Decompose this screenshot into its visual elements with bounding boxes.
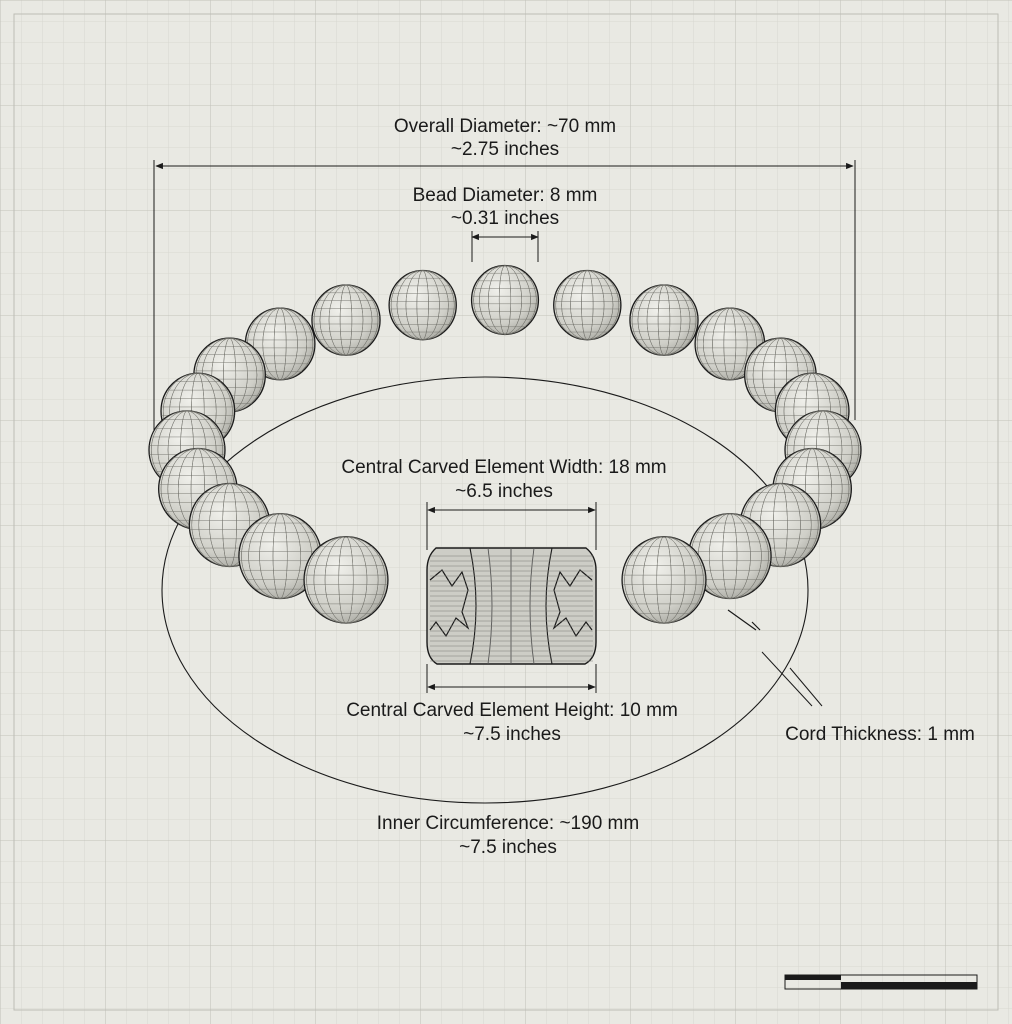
cord-thickness-leader [761, 651, 813, 707]
bead [553, 269, 622, 341]
bead [621, 536, 707, 624]
central-width-label: Central Carved Element Width: 18 mm [341, 457, 666, 478]
overall-diameter-label: Overall Diameter: ~70 mm [394, 116, 616, 137]
bead [470, 264, 540, 336]
cord-thickness-leader-2 [789, 667, 823, 707]
central-width-inches: ~6.5 inches [455, 481, 553, 502]
cord-thickness-label: Cord Thickness: 1 mm [785, 724, 975, 745]
cord-end [727, 609, 761, 631]
bead [388, 269, 457, 341]
bead-diameter-label: Bead Diameter: 8 mm [413, 185, 598, 206]
inner-circumference-inches: ~7.5 inches [459, 837, 557, 858]
bead [629, 284, 699, 356]
bead-diameter-inches: ~0.31 inches [451, 208, 559, 229]
inner-circumference-ellipse [161, 376, 809, 804]
scale-bar [784, 974, 978, 990]
bead [303, 536, 389, 624]
drawing-border [13, 13, 999, 1011]
bead [311, 284, 381, 356]
central-height-inches: ~7.5 inches [463, 724, 561, 745]
bracelet-beads-front [188, 482, 822, 624]
central-height-label: Central Carved Element Height: 10 mm [346, 700, 678, 721]
bracelet-beads-back [148, 264, 862, 530]
inner-circumference-label: Inner Circumference: ~190 mm [377, 813, 639, 834]
central-carved-element [426, 547, 597, 665]
overall-diameter-inches: ~2.75 inches [451, 139, 559, 160]
